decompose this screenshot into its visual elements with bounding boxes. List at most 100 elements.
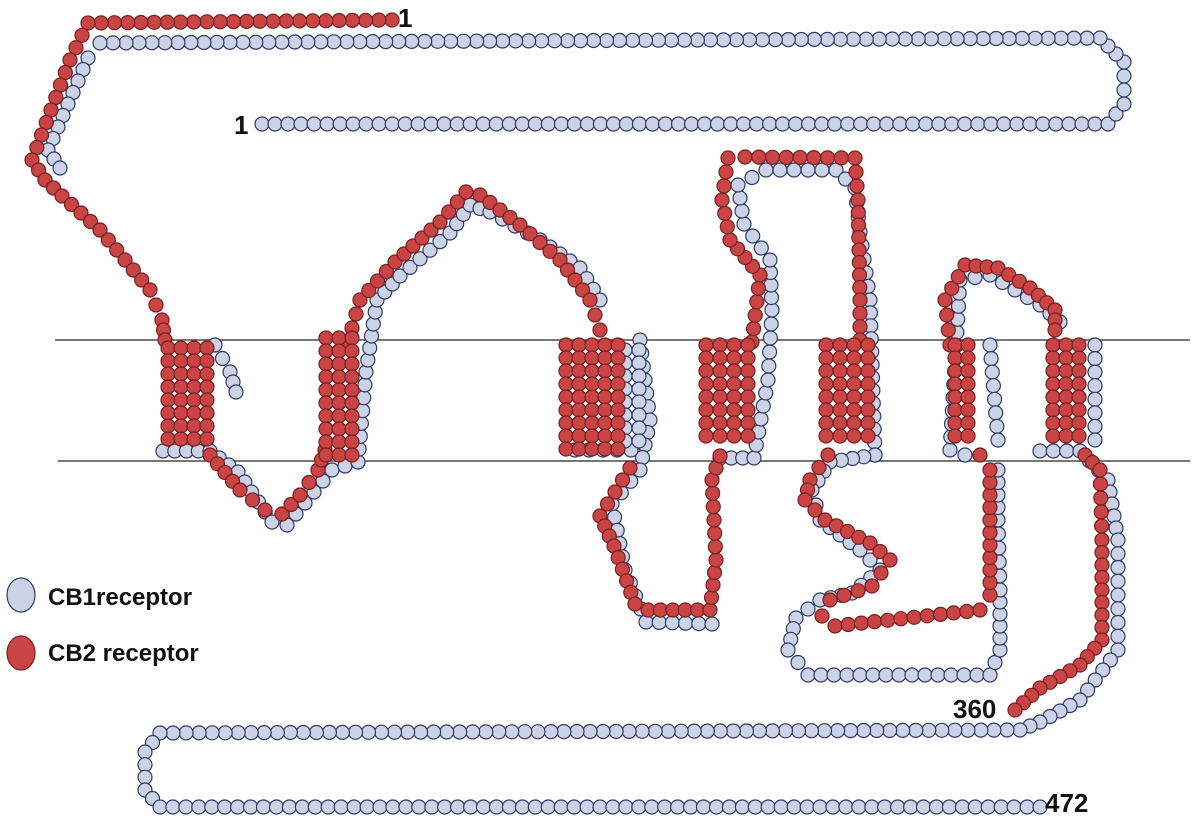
cb1-residue [750, 117, 764, 131]
cb1-residue [1088, 365, 1102, 379]
cb2-residue [559, 364, 573, 378]
cb2-residue [727, 390, 741, 404]
cb1-residue [943, 443, 957, 457]
cb2-residue [559, 338, 573, 352]
cb2-residue [1046, 377, 1060, 391]
cb2-residue [583, 293, 597, 307]
cb1-residue [1020, 800, 1034, 814]
cb1-residue [787, 800, 801, 814]
cb1-residue [846, 32, 860, 46]
cb2-residue [861, 377, 875, 391]
cb1-residue [840, 668, 854, 682]
cb2-residue [1048, 323, 1062, 337]
cb1-residue [813, 800, 827, 814]
cb1-residue [746, 229, 760, 243]
cb1-residue [854, 117, 868, 131]
cb1-residue [218, 726, 232, 740]
cb1-residue [1028, 31, 1042, 45]
cb1-residue [268, 117, 282, 131]
cb1-residue [1015, 31, 1029, 45]
cb2-residue [611, 364, 625, 378]
cb1-residue [412, 800, 426, 814]
cb1-residue [541, 117, 555, 131]
cb1-residue [567, 800, 581, 814]
cb2-residue [1059, 351, 1073, 365]
cb2-residue [598, 416, 612, 430]
cb2-residue [598, 364, 612, 378]
cb1-residue [987, 723, 1001, 737]
cb1-residue [632, 356, 646, 370]
cb2-residue [948, 403, 962, 417]
cb1-residue [632, 421, 646, 435]
cb2-residue [708, 526, 722, 540]
cb1-residue [878, 800, 892, 814]
cb2-residue [233, 483, 247, 497]
cb1-residue [138, 770, 152, 784]
cb1-residue [983, 668, 997, 682]
cb1-residue [1093, 31, 1107, 45]
cb2-residue [741, 416, 755, 430]
cb1-residue [158, 36, 172, 50]
cb1-residue [880, 117, 894, 131]
cb1-residue [1088, 392, 1102, 406]
cb1-residue [1049, 117, 1063, 131]
cb1-residue [872, 32, 886, 46]
cb1-residue [659, 117, 673, 131]
cb1-residue [466, 725, 480, 739]
cb1-residue [600, 34, 614, 48]
cb1-residue [1046, 444, 1060, 458]
cb2-residue [708, 566, 722, 580]
cb1-residue [314, 35, 328, 49]
cb2-residue [741, 429, 755, 443]
cb1-residue [496, 34, 510, 48]
cb1-residue [787, 163, 801, 177]
cb1-residue [710, 800, 724, 814]
cb1-residue [765, 724, 779, 738]
cb1-residue [892, 668, 906, 682]
cb1-residue [989, 32, 1003, 46]
cb1-residue [535, 34, 549, 48]
cb2-residue [161, 419, 175, 433]
cb1-residue [476, 117, 490, 131]
cb2-residue [847, 403, 861, 417]
cb2-residue [345, 409, 359, 423]
cb2-residue [1046, 403, 1060, 417]
cb2-residue [459, 185, 473, 199]
cb1-residue [1033, 444, 1047, 458]
cb2-residue [187, 341, 201, 355]
cb1-residue [375, 725, 389, 739]
cb1-residue [554, 117, 568, 131]
cb1-residue [731, 178, 745, 192]
cb2-residue [187, 419, 201, 433]
cb2-residue [187, 406, 201, 420]
cb2-residue [559, 442, 573, 456]
cb1-residue [320, 117, 334, 131]
cb1-residue [249, 35, 263, 49]
cb2-residue [58, 66, 72, 80]
cb1-residue [515, 117, 529, 131]
cb1-residue [991, 433, 1005, 447]
cb1-residue [700, 724, 714, 738]
cb2-residue [741, 351, 755, 365]
cb2-residue [1008, 703, 1022, 717]
cb1-residue [918, 668, 932, 682]
cb2-residue [345, 13, 359, 27]
cb1-residue [853, 668, 867, 682]
cb2-residue [572, 442, 586, 456]
cb2-residue [588, 308, 602, 322]
cb2-residue [948, 390, 962, 404]
cb2-residue [372, 13, 386, 27]
cb1-residue [502, 117, 516, 131]
cb2-residue [1046, 351, 1060, 365]
cb1-residue [968, 800, 982, 814]
cb1-residue [359, 117, 373, 131]
cb2-residue [30, 141, 44, 155]
cb1-residue [1088, 338, 1102, 352]
cb1-residue [138, 745, 152, 759]
cb1-residue [210, 35, 224, 49]
cb2-residue [1059, 338, 1073, 352]
cb2-residue [707, 513, 721, 527]
cb2-residue [865, 579, 879, 593]
cb1-residue [619, 117, 633, 131]
cb1-residue [557, 725, 571, 739]
